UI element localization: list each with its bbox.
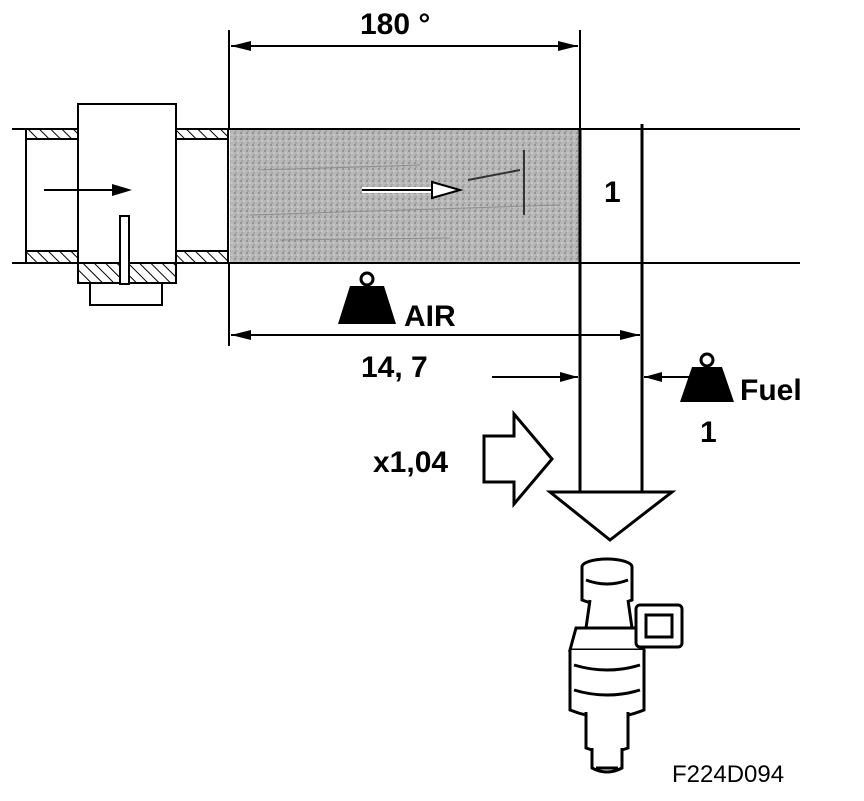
fuel-label: Fuel [740, 374, 802, 407]
air-charge-region [230, 130, 580, 262]
fuel-ratio-label: 1 [700, 416, 717, 449]
figure-code: F224D094 [672, 761, 784, 788]
air-mass-sensor [77, 103, 177, 306]
fuel-ratio-dimension [492, 372, 690, 382]
fuel-channel [545, 124, 677, 542]
ratio-box-label: 1 [604, 176, 621, 209]
air-ratio-dimension [228, 262, 640, 346]
right-arrow-icon [482, 409, 554, 509]
multiplier-label: x1,04 [373, 446, 448, 479]
weight-icon [680, 352, 734, 402]
angle-label: 180 ° [360, 8, 430, 41]
angle-dimension [228, 30, 581, 128]
air-ratio-label: 14, 7 [361, 351, 428, 384]
fuel-injector-icon [568, 557, 684, 774]
air-label: AIR [404, 300, 456, 333]
air-flow-arrow-icon [362, 180, 464, 200]
weight-icon [338, 271, 396, 324]
inlet-flow-arrow-icon [44, 184, 132, 196]
